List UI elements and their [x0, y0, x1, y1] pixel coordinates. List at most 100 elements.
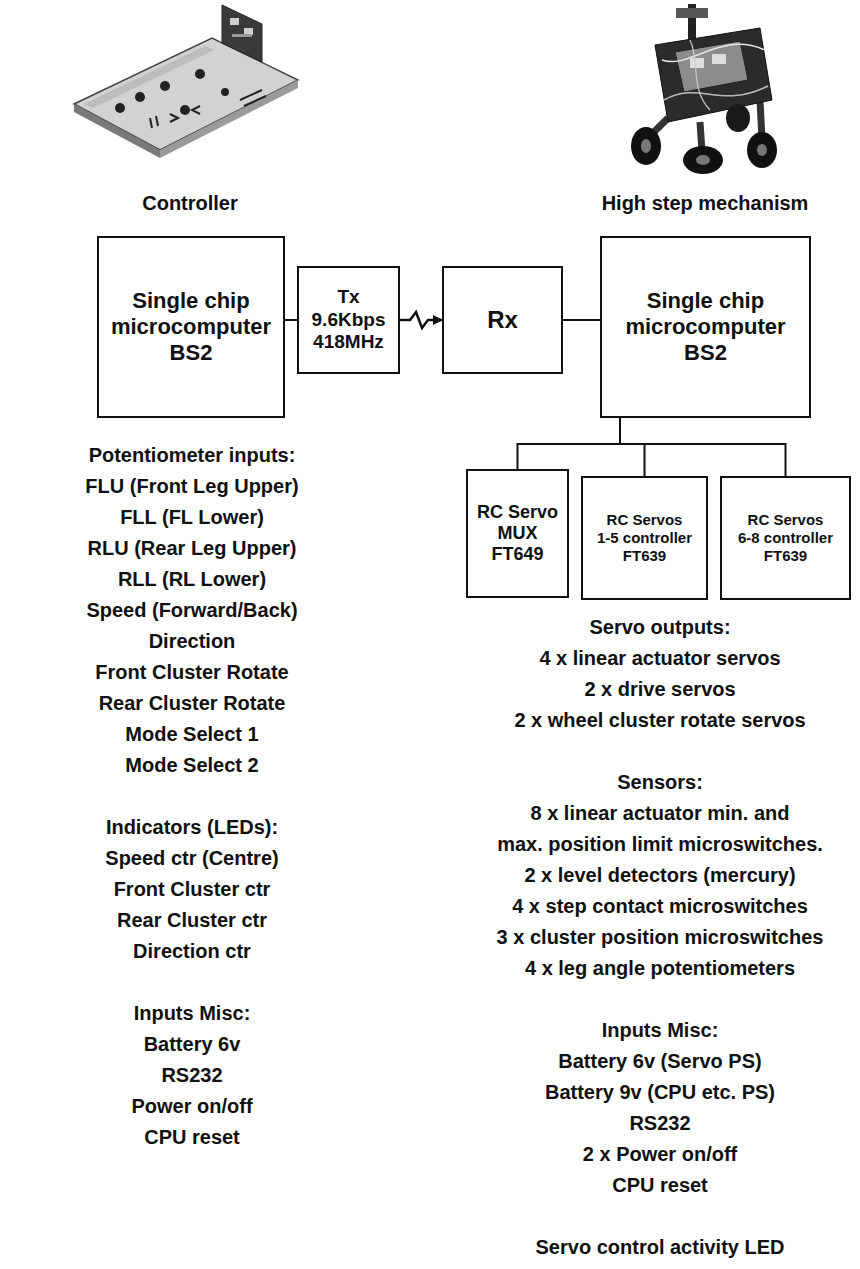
list-item: 2 x level detectors (mercury)	[524, 860, 795, 891]
text-line: MUX	[477, 523, 558, 544]
box-text: Tx 9.6Kbps 418MHz	[312, 286, 386, 353]
controller-photo-part	[221, 88, 229, 96]
text-line: FT639	[738, 547, 833, 565]
list-item: RS232	[161, 1060, 222, 1091]
receiver-box: Rx	[442, 266, 563, 374]
text-line: BS2	[625, 340, 785, 366]
text-line: BS2	[111, 340, 271, 366]
text-line: 418MHz	[312, 331, 386, 353]
servo-controller-box: RC Servos 6-8 controller FT639	[720, 476, 851, 600]
list-item: Battery 9v (CPU etc. PS)	[545, 1077, 775, 1108]
controller-photo-part	[74, 38, 298, 150]
microcomputer-box: Single chip microcomputer BS2	[600, 236, 811, 418]
box-text: Single chip microcomputer BS2	[111, 288, 271, 366]
controller-photo-part	[160, 81, 170, 91]
robot-photo-part	[631, 127, 661, 165]
text-line: FT639	[597, 547, 692, 565]
list-item: 3 x cluster position microswitches	[497, 922, 824, 953]
text-line: microcomputer	[111, 314, 271, 340]
list-heading: Potentiometer inputs:	[89, 440, 296, 471]
text-line: 6-8 controller	[738, 529, 833, 547]
servo-controller-box: RC Servos 1-5 controller FT639	[581, 476, 708, 600]
text-line: Tx	[312, 286, 386, 308]
controller-photo-part	[192, 106, 200, 114]
controller-photo-part	[170, 114, 178, 122]
microcomputer-box: Single chip microcomputer BS2	[97, 236, 285, 418]
list-heading: Indicators (LEDs):	[106, 812, 278, 843]
list-heading: Sensors:	[617, 767, 703, 798]
text-line: 1-5 controller	[597, 529, 692, 547]
list-item: Front Cluster Rotate	[95, 657, 288, 688]
list-item: 2 x drive servos	[584, 674, 735, 705]
box-text: Rx	[487, 306, 518, 334]
robot-photo-part	[676, 8, 708, 18]
list-item: Front Cluster ctr	[114, 874, 271, 905]
text-line: RC Servos	[597, 511, 692, 529]
robot-photo-part	[696, 155, 710, 165]
controller-photo-part	[244, 28, 253, 35]
text-line: RC Servo	[477, 502, 558, 523]
text-line: microcomputer	[625, 314, 785, 340]
list-item: Speed (Forward/Back)	[86, 595, 297, 626]
list-item: RLL (RL Lower)	[118, 564, 266, 595]
text-line: Single chip	[111, 288, 271, 314]
controller-photo-part	[195, 69, 205, 79]
wireless-link	[400, 312, 442, 328]
controller-photo-part	[74, 104, 160, 158]
servo-mux-box: RC Servo MUX FT649	[466, 469, 569, 598]
controller-photo-part	[160, 80, 298, 158]
robot-photo-part	[747, 132, 777, 168]
list-item: Battery 6v	[144, 1029, 241, 1060]
robot-photo-part	[726, 104, 750, 132]
controller-photo-part	[222, 5, 262, 62]
connector-line	[285, 319, 297, 321]
list-item: Rear Cluster ctr	[117, 905, 267, 936]
controller-photo-part	[232, 34, 252, 37]
list-item: 2 x wheel cluster rotate servos	[514, 705, 805, 736]
list-item: Speed ctr (Centre)	[105, 843, 278, 874]
list-item: RS232	[629, 1108, 690, 1139]
box-text: RC Servos 6-8 controller FT639	[738, 511, 833, 564]
connector-line	[620, 418, 645, 476]
controller-photo-part	[150, 118, 152, 128]
photo-caption: High step mechanism	[602, 188, 809, 219]
box-text: RC Servo MUX FT649	[477, 502, 558, 566]
list-heading: Inputs Misc:	[602, 1015, 719, 1046]
text-line: 9.6Kbps	[312, 309, 386, 331]
list-item: FLL (FL Lower)	[120, 502, 264, 533]
box-text: RC Servos 1-5 controller FT639	[597, 511, 692, 564]
list-item: Direction ctr	[133, 936, 251, 967]
list-item: 8 x linear actuator min. and max. positi…	[497, 798, 823, 860]
photo-caption: Controller	[142, 188, 238, 219]
text-line: 8 x linear actuator min. and	[497, 798, 823, 829]
list-item: 4 x leg angle potentiometers	[525, 953, 795, 984]
robot-photo-part	[662, 44, 765, 61]
list-item: Power on/off	[131, 1091, 252, 1122]
robot-photo	[631, 4, 777, 174]
robot-photo-part	[683, 146, 723, 174]
connector-line	[620, 418, 786, 476]
list-item: Rear Cluster Rotate	[99, 688, 286, 719]
robot-photo-part	[712, 54, 726, 64]
controller-photo-part	[180, 105, 190, 115]
list-item: FLU (Front Leg Upper)	[85, 471, 298, 502]
connector-line	[563, 319, 600, 321]
controller-photo-part	[115, 103, 125, 113]
robot-photo-part	[664, 86, 768, 100]
text-line: Single chip	[625, 288, 785, 314]
controller-photo	[74, 5, 298, 158]
list-item: CPU reset	[144, 1122, 240, 1153]
list-item: 4 x step contact microswitches	[512, 891, 808, 922]
list-item: 2 x Power on/off	[583, 1139, 737, 1170]
controller-photo-part	[244, 96, 266, 106]
controller-photo-part	[135, 92, 145, 102]
list-item: CPU reset	[612, 1170, 708, 1201]
robot-photo-part	[655, 28, 772, 122]
text-line: FT649	[477, 544, 558, 565]
list-item: Direction	[149, 626, 236, 657]
robot-photo-part	[757, 144, 767, 156]
list-item: Servo control activity LED	[536, 1232, 785, 1263]
